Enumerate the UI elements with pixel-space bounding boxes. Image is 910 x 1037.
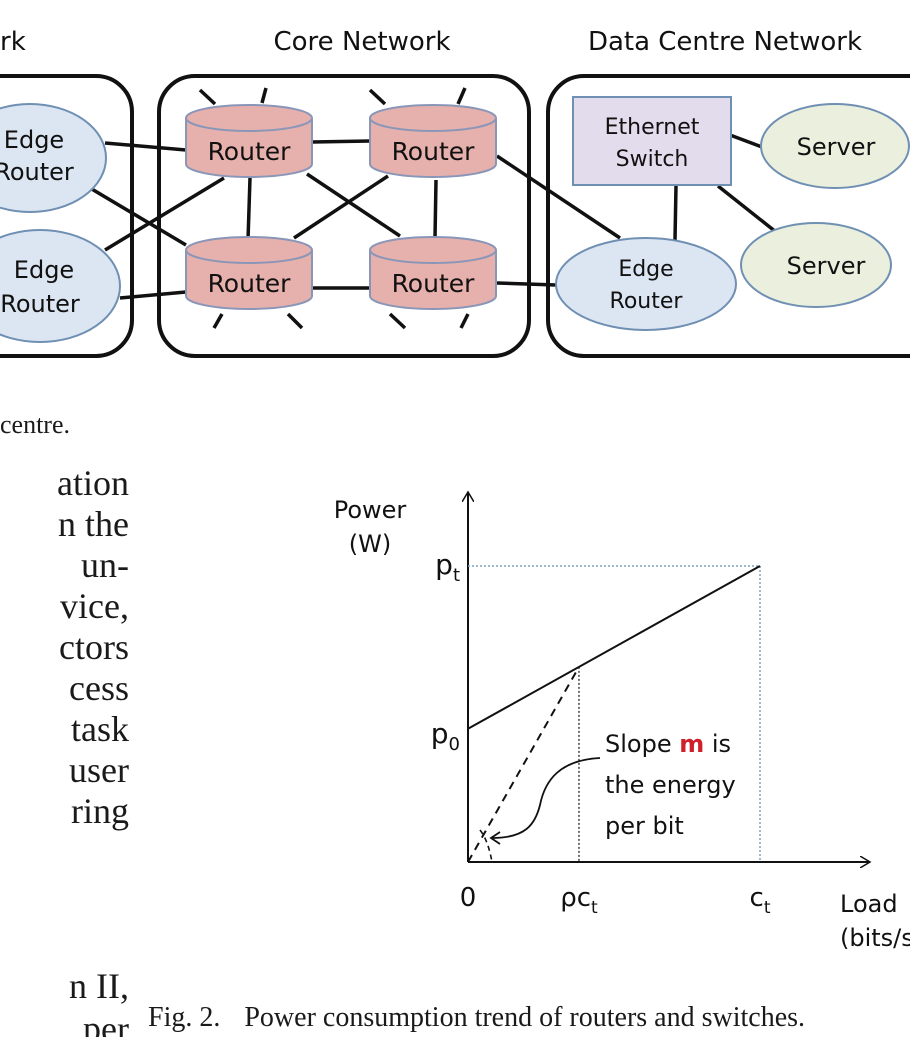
core-router-top-left: Router bbox=[185, 104, 313, 178]
x-axis-label-line2: (bits/se bbox=[840, 924, 910, 950]
network-links bbox=[84, 87, 778, 330]
figure2-caption-text: Power consumption trend of routers and s… bbox=[244, 1002, 806, 1033]
power-load-chart: Power (W) Load (bits/se pt p0 0 ρct ct S… bbox=[334, 480, 910, 950]
body-line: vice, bbox=[60, 586, 129, 626]
node-label: Router bbox=[610, 289, 684, 314]
annotation-line1: Slope m is bbox=[605, 730, 731, 758]
body-line: ctors bbox=[59, 627, 129, 667]
dc-edge-router: Edge Router bbox=[555, 237, 737, 331]
node-label: Edge bbox=[14, 256, 74, 284]
node-label: Router bbox=[392, 269, 476, 298]
body-line: ation bbox=[57, 463, 129, 503]
annotation-arrow bbox=[491, 757, 601, 839]
node-label: Ethernet bbox=[605, 115, 700, 140]
y-axis-label-line2: (W) bbox=[349, 530, 391, 558]
node-label: Router bbox=[208, 137, 292, 166]
x-tick-label-zero: 0 bbox=[460, 883, 477, 913]
node-label: Router bbox=[208, 269, 292, 298]
body-line: task bbox=[71, 709, 129, 749]
access-edge-router-1: Edge Router bbox=[0, 103, 107, 213]
node-label: Switch bbox=[616, 147, 689, 172]
energy-slope-line bbox=[467, 666, 580, 863]
svg-text:pt: pt bbox=[435, 548, 460, 586]
body-line: un- bbox=[72, 545, 129, 585]
x-axis-label-line1: Load bbox=[840, 890, 898, 918]
y-tick-label-pt: pt bbox=[435, 548, 460, 586]
annotation-arrowhead-icon bbox=[489, 831, 501, 845]
y-axis-label-line1: Power bbox=[334, 496, 407, 524]
node-label: Router bbox=[392, 137, 476, 166]
node-label: Server bbox=[797, 133, 876, 161]
core-router-top-right: Router bbox=[369, 104, 497, 178]
node-label: Server bbox=[787, 252, 866, 280]
annotation-line3: per bit bbox=[605, 812, 684, 840]
body-line: n II, bbox=[69, 966, 129, 1006]
server-2: Server bbox=[740, 222, 892, 308]
access-network-box bbox=[0, 74, 134, 358]
node-label: Router bbox=[0, 158, 74, 186]
data-centre-network-label: Data Centre Network bbox=[588, 27, 862, 57]
annotation-line2: the energy bbox=[605, 771, 736, 799]
x-tick-label-rho-ct: ρct bbox=[560, 883, 598, 918]
body-text-column: ation n the un- vice, ctors cess task us… bbox=[0, 0, 129, 1037]
figure2-caption-label: Fig. 2. bbox=[148, 1002, 221, 1033]
figure1-caption-fragment: centre. bbox=[0, 410, 71, 439]
node-label: Router bbox=[0, 290, 80, 318]
body-line: n the bbox=[58, 504, 129, 544]
node-label: Edge bbox=[618, 257, 673, 282]
slope-angle-arc bbox=[479, 829, 493, 863]
node-label: Edge bbox=[4, 126, 64, 154]
body-line: ring bbox=[71, 791, 129, 831]
figure2-caption: Fig. 2. Power consumption trend of router… bbox=[148, 1002, 805, 1034]
svg-text:p0: p0 bbox=[431, 717, 460, 755]
core-router-bottom-left: Router bbox=[185, 236, 313, 310]
body-line: cess bbox=[69, 668, 129, 708]
data-centre-network-box bbox=[546, 74, 910, 358]
server-1: Server bbox=[760, 103, 910, 189]
body-line: user bbox=[69, 750, 129, 790]
core-network-label: Core Network bbox=[274, 27, 451, 57]
core-router-bottom-right: Router bbox=[369, 236, 497, 310]
body-line: per bbox=[83, 1009, 129, 1037]
ethernet-switch: Ethernet Switch bbox=[572, 96, 732, 186]
network-diagram: rk Core Network Data Centre Network E bbox=[0, 27, 910, 358]
x-tick-label-ct: ct bbox=[750, 883, 771, 918]
y-tick-label-p0: p0 bbox=[431, 717, 460, 755]
slope-annotation: Slope m is the energy per bit bbox=[479, 730, 736, 863]
power-line bbox=[467, 565, 761, 730]
access-network-label: rk bbox=[0, 27, 26, 57]
access-edge-router-2: Edge Router bbox=[0, 229, 121, 343]
